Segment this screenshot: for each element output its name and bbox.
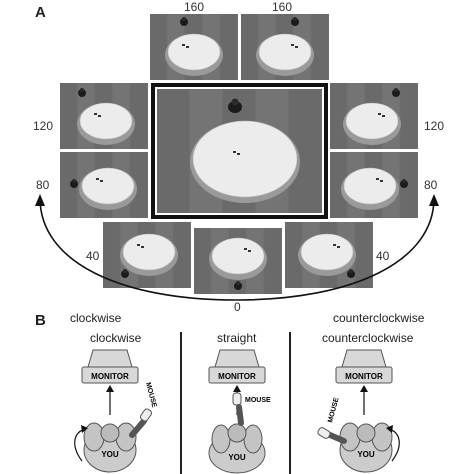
angle-label-top-right: 160: [272, 0, 293, 14]
monitor-label: MONITOR: [91, 372, 129, 381]
photo-160-right: [241, 14, 329, 80]
condition-title-counterclockwise: counterclockwise: [322, 331, 414, 345]
you-label: YOU: [101, 450, 119, 459]
photo-0-center: [194, 228, 282, 294]
photo-center-inner: [157, 89, 322, 213]
angle-label-bottom-right: 40: [376, 249, 390, 263]
photo-40-left: [103, 222, 191, 288]
divider-right: [289, 332, 291, 474]
monitor-icon: [341, 349, 387, 368]
monitor-label: MONITOR: [345, 372, 383, 381]
angle-label-bottom-left: 40: [86, 249, 100, 263]
angle-label-top-left: 160: [184, 0, 205, 14]
photo-40-right: [285, 222, 373, 288]
photo-80-right: [330, 152, 418, 218]
you-label: YOU: [228, 453, 246, 462]
photo-120-left: [60, 83, 148, 149]
mouse-label: MOUSE: [144, 382, 157, 409]
angle-label-right-lower: 80: [424, 178, 438, 192]
mouse-label: MOUSE: [245, 397, 271, 404]
angle-label-left-lower: 80: [36, 178, 50, 192]
photo-80-left: [60, 152, 148, 218]
outer-label-clockwise: clockwise: [70, 311, 122, 325]
condition-title-clockwise: clockwise: [90, 331, 142, 345]
diagram-counterclockwise: MONITOR YOU MOUSE: [317, 349, 400, 473]
monitor-label: MONITOR: [218, 372, 256, 381]
mouse-label: MOUSE: [327, 397, 340, 424]
photo-120-right: [330, 83, 418, 149]
angle-label-bottom-center: 0: [234, 300, 241, 314]
condition-title-straight: straight: [217, 331, 257, 345]
you-label: YOU: [357, 450, 375, 459]
monitor-icon: [87, 349, 133, 368]
angle-label-right-upper: 120: [424, 119, 445, 133]
monitor-icon: [214, 349, 260, 368]
panel-b-label: B: [35, 312, 46, 329]
photo-center-large: [151, 83, 328, 219]
angle-label-left-upper: 120: [33, 119, 54, 133]
photo-160-left: [150, 14, 238, 80]
divider-left: [180, 332, 182, 474]
diagram-clockwise: MONITOR YOU MOUSE: [74, 349, 158, 473]
outer-label-counterclockwise: counterclockwise: [333, 311, 425, 325]
diagram-straight: MONITOR MOUSE YOU: [208, 349, 271, 474]
panel-a-label: A: [35, 4, 46, 21]
